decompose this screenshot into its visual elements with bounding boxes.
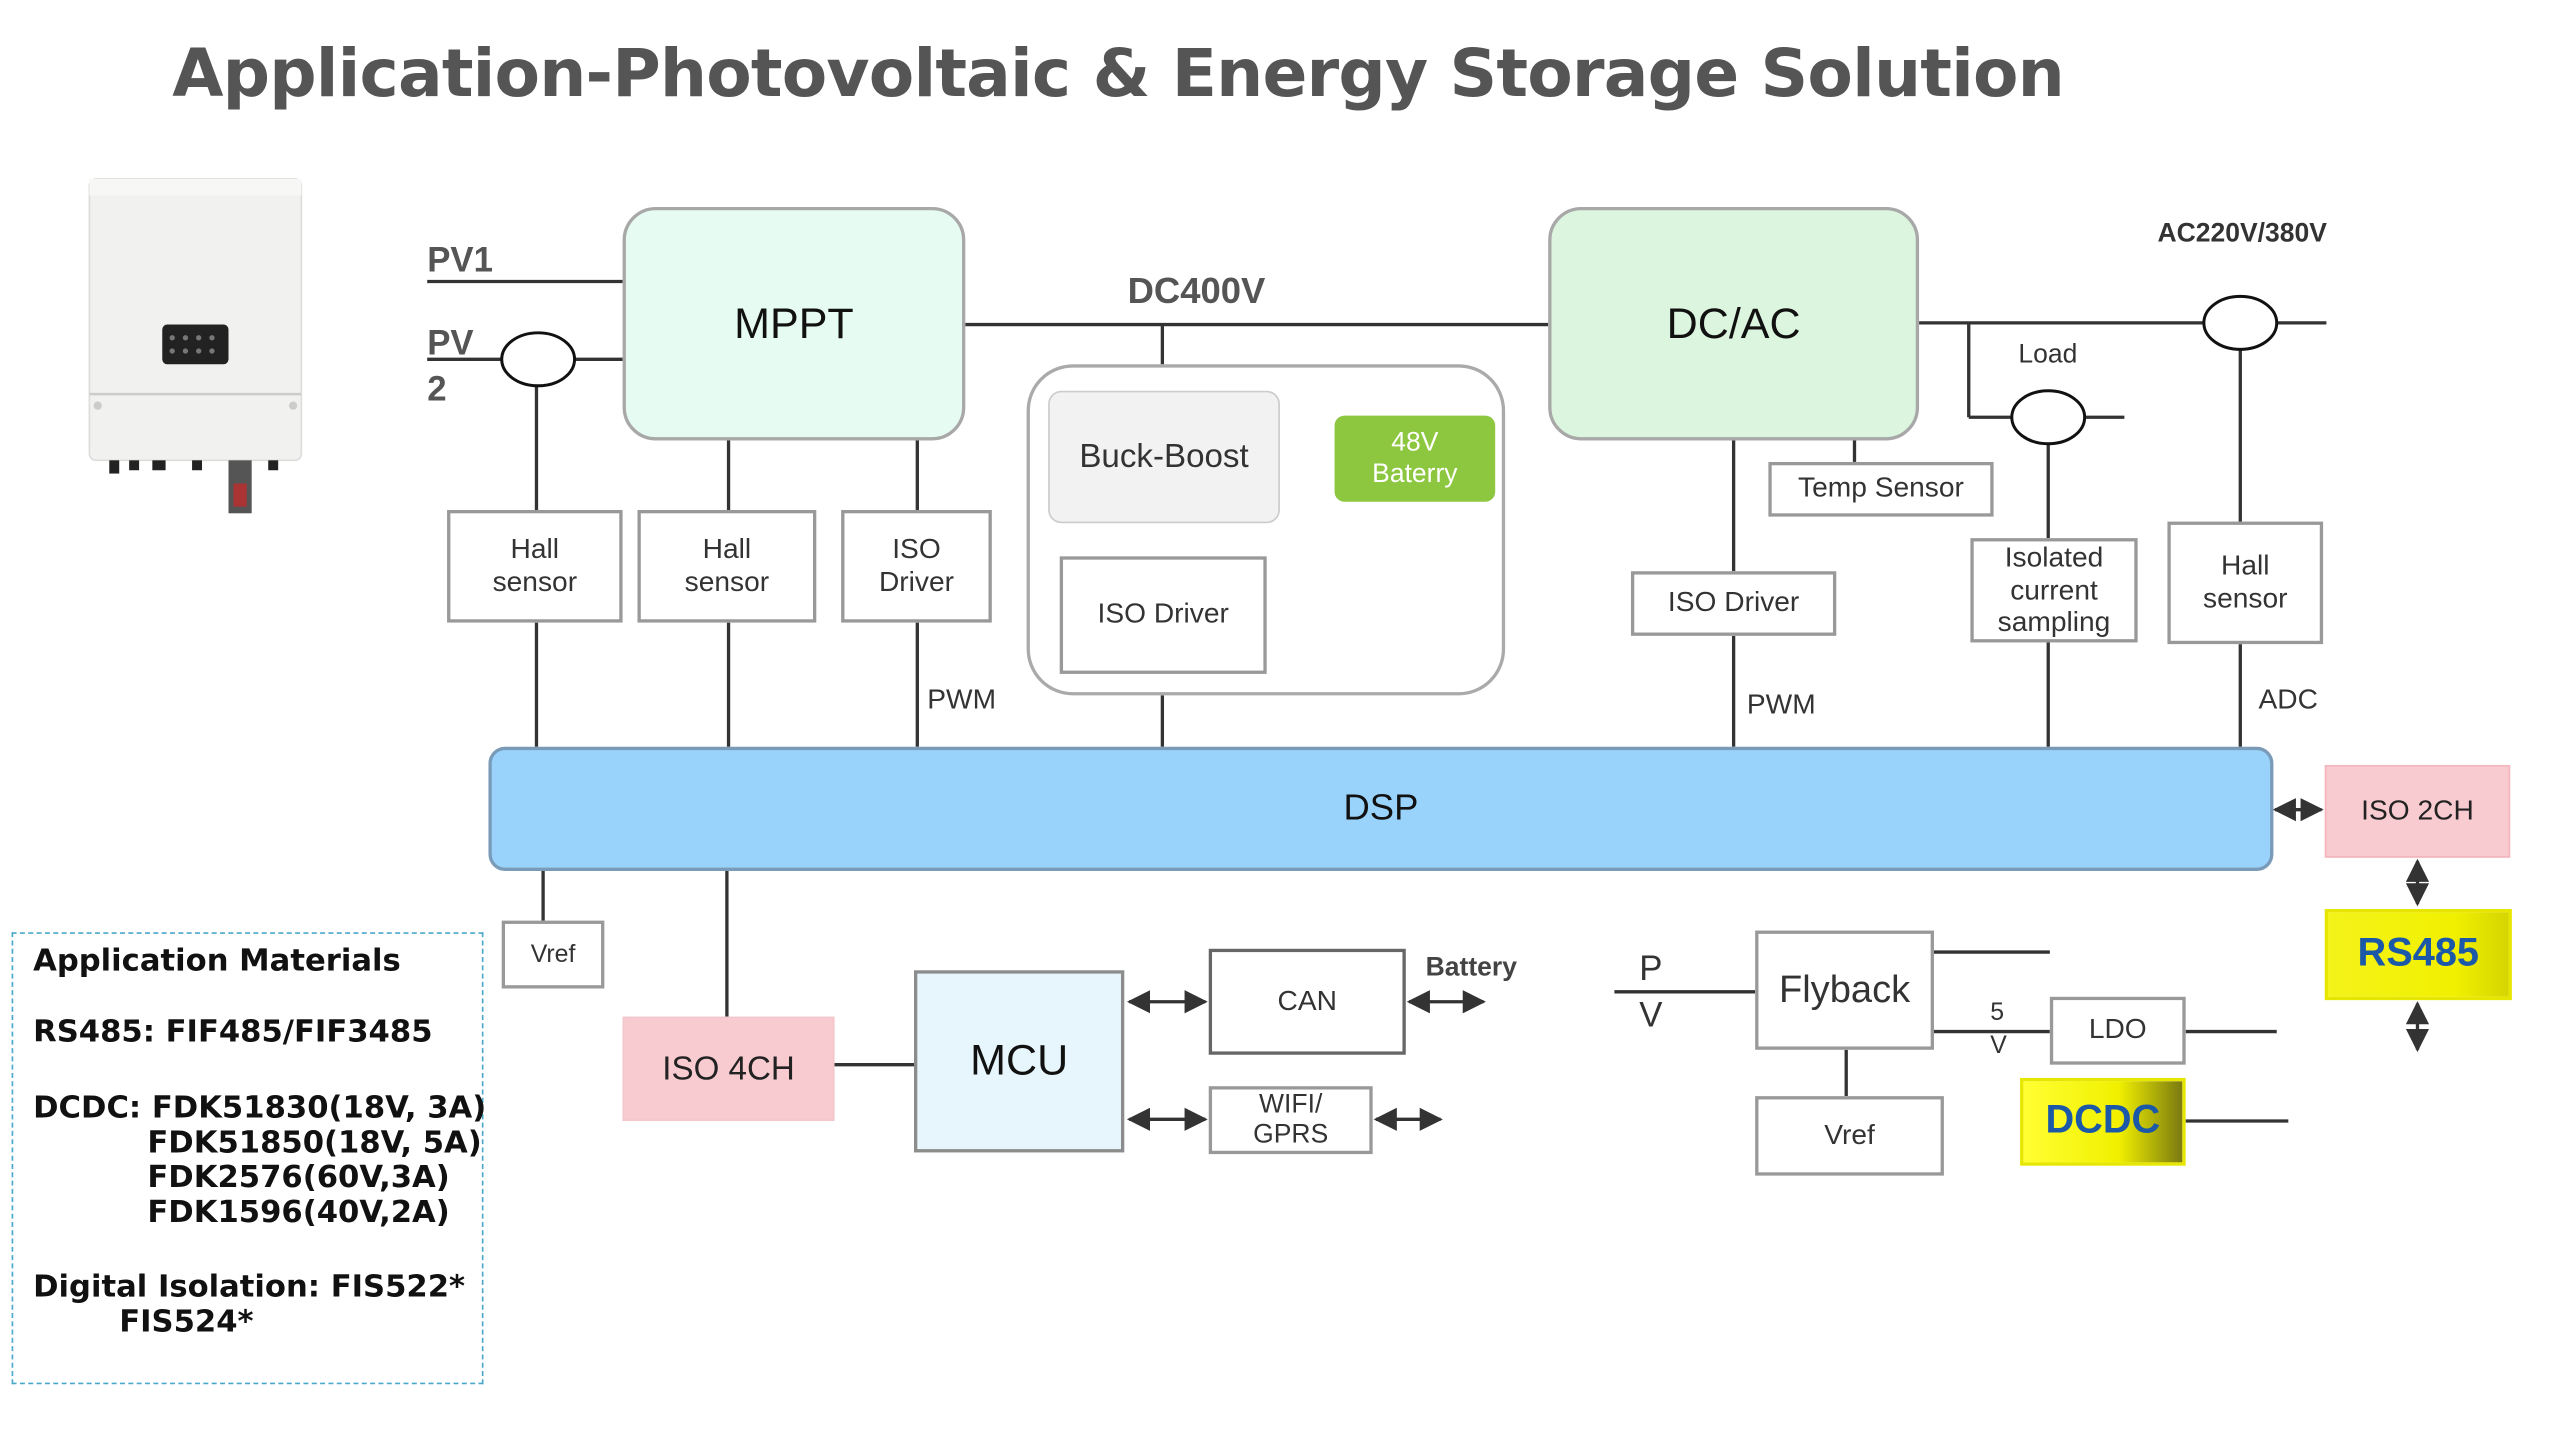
iso-2ch-block: ISO 2CH — [2324, 764, 2511, 858]
iso-driver-mppt-line1: ISO — [892, 532, 941, 564]
isolated-current-line3: sampling — [1997, 606, 2111, 638]
materials-dcdc-1: DCDC: FDK51830(18V, 3A) — [33, 1091, 487, 1126]
materials-dcdc-4: FDK1596(40V,2A) — [147, 1195, 450, 1231]
battery-48v-block: 48V Baterry — [1334, 415, 1496, 502]
materials-rs485: RS485: FIF485/FIF3485 — [33, 1015, 433, 1050]
application-materials-panel: Application Materials RS485: FIF485/FIF3… — [11, 932, 487, 1385]
hall-sensor-1-line2: sensor — [492, 566, 578, 598]
pv-input-label-line2: V — [1639, 996, 1663, 1035]
mcu-block: MCU — [914, 970, 1125, 1153]
hall-sensor-3: Hall sensor — [2167, 521, 2324, 645]
hall-sensor-1-line1: Hall — [510, 532, 560, 564]
isolated-current-line1: Isolated — [2004, 541, 2104, 574]
vref-flyback: Vref — [1755, 1096, 1944, 1176]
battery-48v-line2: Baterry — [1372, 460, 1458, 489]
battery-label: Battery — [1425, 953, 1517, 982]
dcdc-block: DCDC — [2020, 1077, 2186, 1166]
hall-sensor-2-line2: sensor — [684, 566, 770, 598]
hall-sensor-2-line1: Hall — [702, 532, 752, 564]
wifi-gprs-block: WIFI/ GPRS — [1208, 1086, 1373, 1155]
wifi-line1: WIFI/ — [1259, 1091, 1323, 1120]
iso-driver-buck: ISO Driver — [1059, 556, 1267, 674]
pv2-label-line1: PV — [427, 324, 474, 363]
isolated-current-sampling: Isolated current sampling — [1970, 538, 2138, 643]
ldo-block: LDO — [2049, 996, 2186, 1065]
five-volt-label-line1: 5 — [1990, 998, 2005, 1027]
pv2-label-line2: 2 — [427, 370, 447, 409]
materials-isolation-1: Digital Isolation: FIS522* — [33, 1269, 466, 1305]
flyback-block: Flyback — [1755, 930, 1934, 1050]
battery-48v-line1: 48V — [1391, 428, 1439, 457]
pv1-label: PV1 — [427, 241, 493, 280]
materials-isolation-2: FIS524* — [119, 1304, 254, 1340]
ac-voltage-label: AC220V/380V — [2157, 220, 2327, 249]
page-title: Application-Photovoltaic & Energy Storag… — [172, 36, 2065, 113]
five-volt-label-line2: V — [1990, 1031, 2007, 1060]
hall-sensor-3-line2: sensor — [2203, 582, 2288, 615]
iso-driver-dcac: ISO Driver — [1630, 571, 1837, 636]
load-label: Load — [2018, 341, 2078, 370]
materials-heading: Application Materials — [33, 943, 401, 979]
wifi-line2: GPRS — [1253, 1120, 1329, 1149]
inverter-illustration — [88, 177, 303, 514]
hall-sensor-3-line1: Hall — [2220, 549, 2270, 581]
buck-boost-block: Buck-Boost — [1048, 390, 1280, 524]
iso-4ch-block: ISO 4CH — [622, 1016, 835, 1121]
hall-sensor-1: Hall sensor — [447, 509, 623, 623]
adc-label: ADC — [2258, 683, 2318, 716]
mppt-block: MPPT — [622, 206, 966, 441]
iso-driver-mppt: ISO Driver — [841, 509, 992, 623]
pwm-label-left: PWM — [927, 683, 997, 716]
isolated-current-line2: current — [2010, 574, 2098, 606]
dsp-block: DSP — [488, 746, 2274, 871]
pwm-label-right: PWM — [1746, 688, 1816, 721]
can-block: CAN — [1208, 948, 1406, 1055]
materials-dcdc-2: FDK51850(18V, 5A) — [147, 1125, 482, 1161]
dc400v-label: DC400V — [1127, 269, 1266, 312]
vref-dsp: Vref — [501, 920, 605, 989]
rs485-block: RS485 — [2324, 909, 2512, 1001]
dcac-block: DC/AC — [1548, 206, 1920, 441]
iso-driver-mppt-line2: Driver — [878, 566, 955, 598]
hall-sensor-2: Hall sensor — [637, 509, 817, 623]
pv-input-label-line1: P — [1639, 950, 1663, 989]
temp-sensor: Temp Sensor — [1768, 461, 1994, 517]
materials-dcdc-3: FDK2576(60V,3A) — [147, 1160, 450, 1196]
